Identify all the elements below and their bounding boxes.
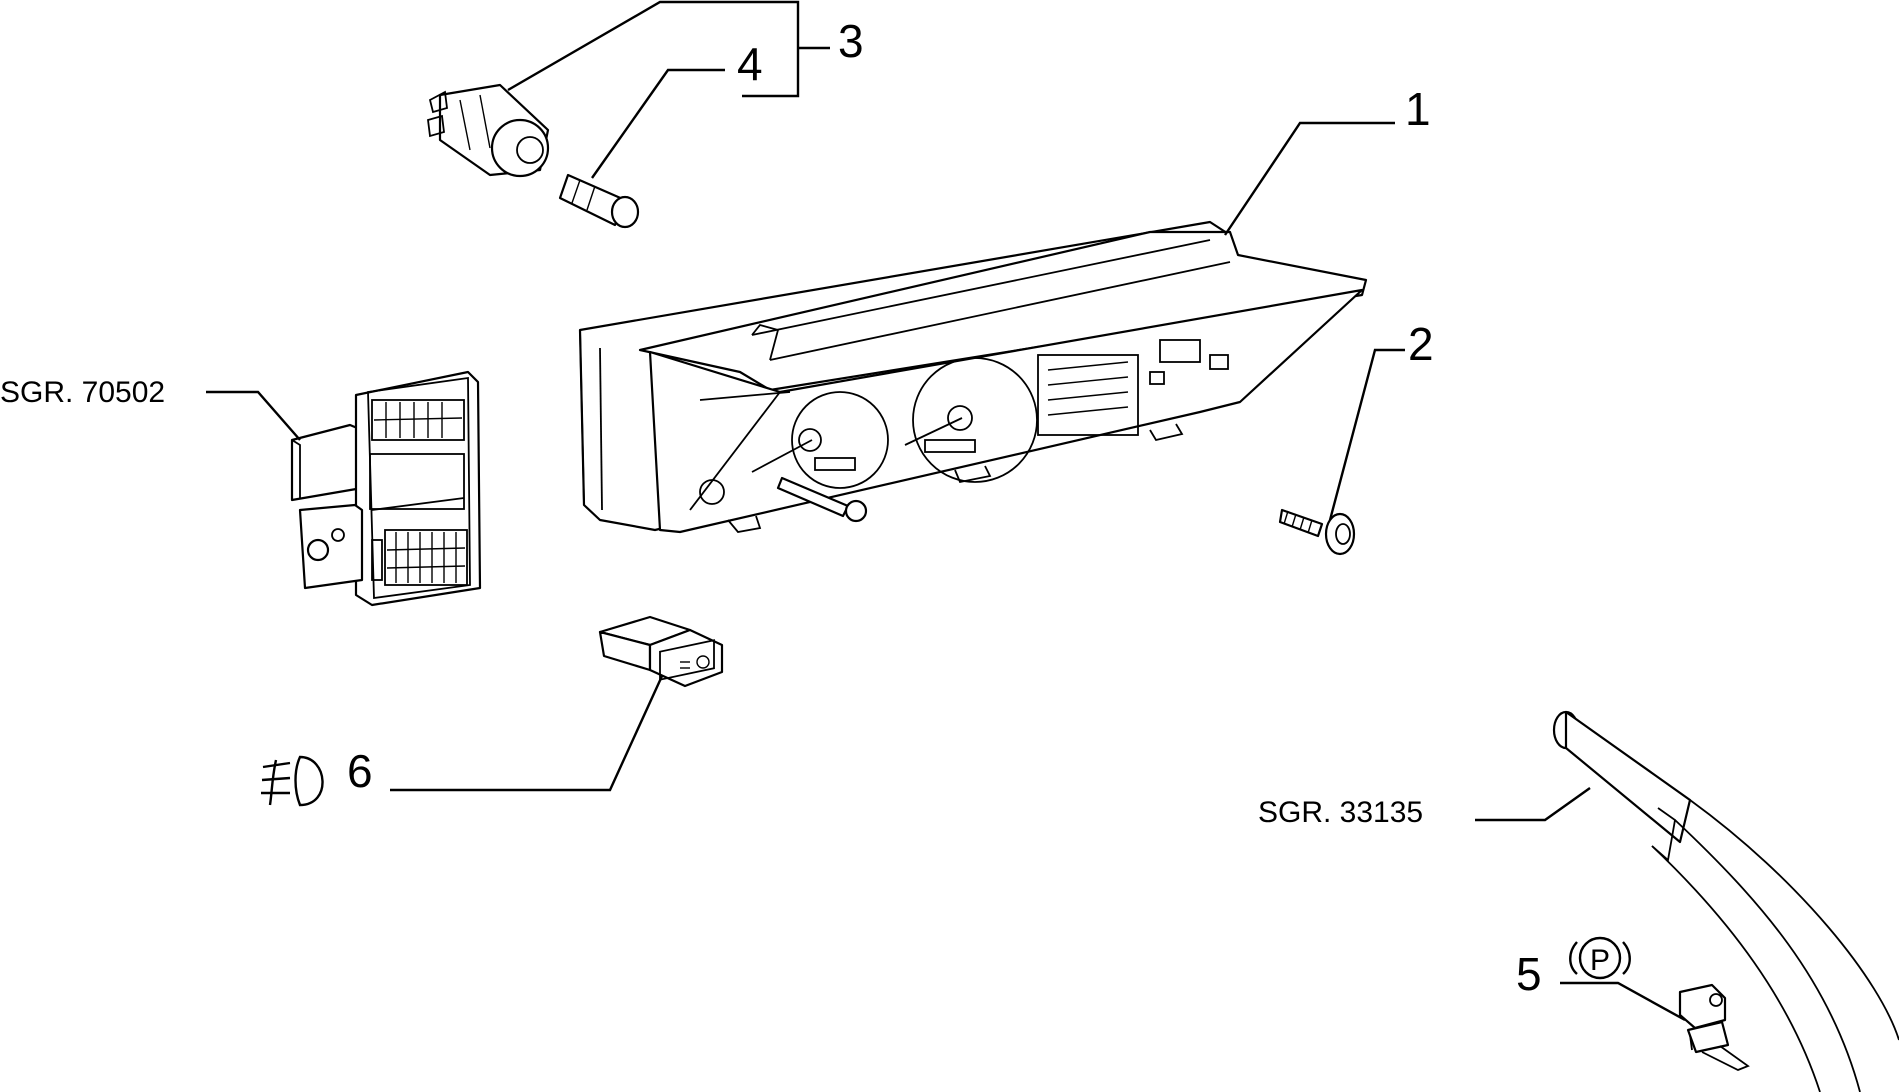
leader-line-1 bbox=[1224, 121, 1395, 236]
bulb-holder bbox=[427, 83, 550, 178]
leader-line-vent bbox=[206, 390, 301, 441]
part-number-4: 4 bbox=[737, 38, 763, 90]
parking-brake-symbol: P bbox=[1590, 944, 1610, 977]
handbrake-switch: 5 P bbox=[1516, 936, 1750, 1071]
leader-line-2 bbox=[1328, 348, 1405, 521]
part-number-6: 6 bbox=[347, 745, 373, 797]
fog-light-icon bbox=[261, 755, 324, 807]
part-number-2: 2 bbox=[1408, 318, 1434, 370]
screw: 2 bbox=[1278, 318, 1434, 556]
handbrake-lever: SGR. 33135 bbox=[1258, 710, 1899, 1092]
parking-brake-icon: P bbox=[1569, 936, 1631, 980]
ref-label-vent: SGR. 70502 bbox=[0, 376, 165, 409]
fog-light-switch: 6 bbox=[261, 615, 724, 807]
leader-line-handbrake bbox=[1475, 787, 1591, 822]
part-number-1: 1 bbox=[1405, 83, 1431, 135]
leader-line-6 bbox=[390, 675, 664, 792]
bulb bbox=[558, 173, 640, 229]
part-number-3: 3 bbox=[838, 15, 864, 67]
air-vent-assembly: SGR. 70502 bbox=[0, 370, 482, 607]
part-number-5: 5 bbox=[1516, 948, 1542, 1000]
ref-label-handbrake: SGR. 33135 bbox=[1258, 796, 1423, 829]
leader-line-4 bbox=[591, 68, 725, 179]
leader-line-5 bbox=[1560, 981, 1686, 1022]
instrument-cluster: 1 bbox=[578, 83, 1431, 534]
leader-line-3 bbox=[507, 0, 800, 98]
